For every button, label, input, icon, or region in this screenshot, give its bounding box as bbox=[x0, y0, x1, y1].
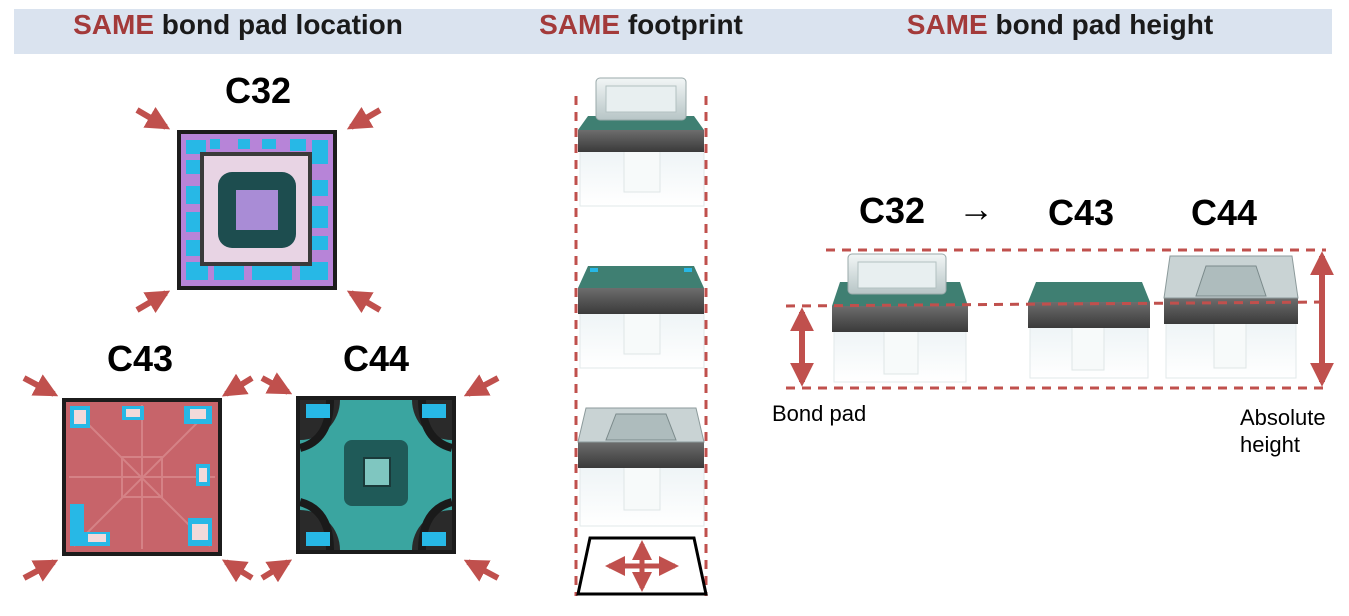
footprint-package-c44 bbox=[577, 407, 705, 527]
absolute-height-label: Absolute height bbox=[1240, 404, 1326, 458]
absolute-height-line2: height bbox=[1240, 432, 1300, 457]
header-bond-pad-location: SAME bond pad location bbox=[73, 9, 403, 41]
height-package-c44 bbox=[1163, 255, 1299, 379]
chip-label-c32: C32 bbox=[224, 70, 292, 111]
header-band bbox=[14, 9, 1332, 54]
location-arrows bbox=[22, 106, 500, 583]
header-text: footprint bbox=[627, 9, 743, 40]
header-keyword: SAME bbox=[906, 9, 988, 40]
c32-chip-image bbox=[177, 130, 337, 290]
header-text: bond pad height bbox=[995, 9, 1214, 40]
header-bond-pad-height: SAME bond pad height bbox=[907, 9, 1213, 41]
footprint-outline bbox=[576, 536, 708, 596]
header-keyword: SAME bbox=[73, 9, 155, 40]
height-label-c44: C44 bbox=[1190, 192, 1258, 233]
bond-pad-label: Bond pad bbox=[772, 401, 867, 426]
height-label-c43: C43 bbox=[1047, 192, 1115, 233]
height-reference-lines bbox=[785, 248, 1327, 390]
c44-chip-image bbox=[296, 396, 456, 554]
height-package-c32 bbox=[832, 253, 968, 383]
chip-label-c43: C43 bbox=[106, 338, 174, 379]
height-package-c43 bbox=[1028, 282, 1150, 379]
footprint-package-c43 bbox=[578, 266, 705, 369]
absolute-height-line1: Absolute bbox=[1240, 405, 1326, 430]
transition-arrow-icon: → bbox=[958, 188, 994, 229]
footprint-package-c32 bbox=[578, 77, 705, 207]
header-text: bond pad location bbox=[161, 9, 403, 40]
footprint-guides bbox=[574, 96, 708, 596]
header-footprint: SAME footprint bbox=[539, 9, 743, 41]
c43-chip-image bbox=[62, 398, 222, 556]
header-keyword: SAME bbox=[539, 9, 621, 40]
chip-label-c44: C44 bbox=[342, 338, 410, 379]
height-label-c32: C32 bbox=[858, 190, 926, 231]
